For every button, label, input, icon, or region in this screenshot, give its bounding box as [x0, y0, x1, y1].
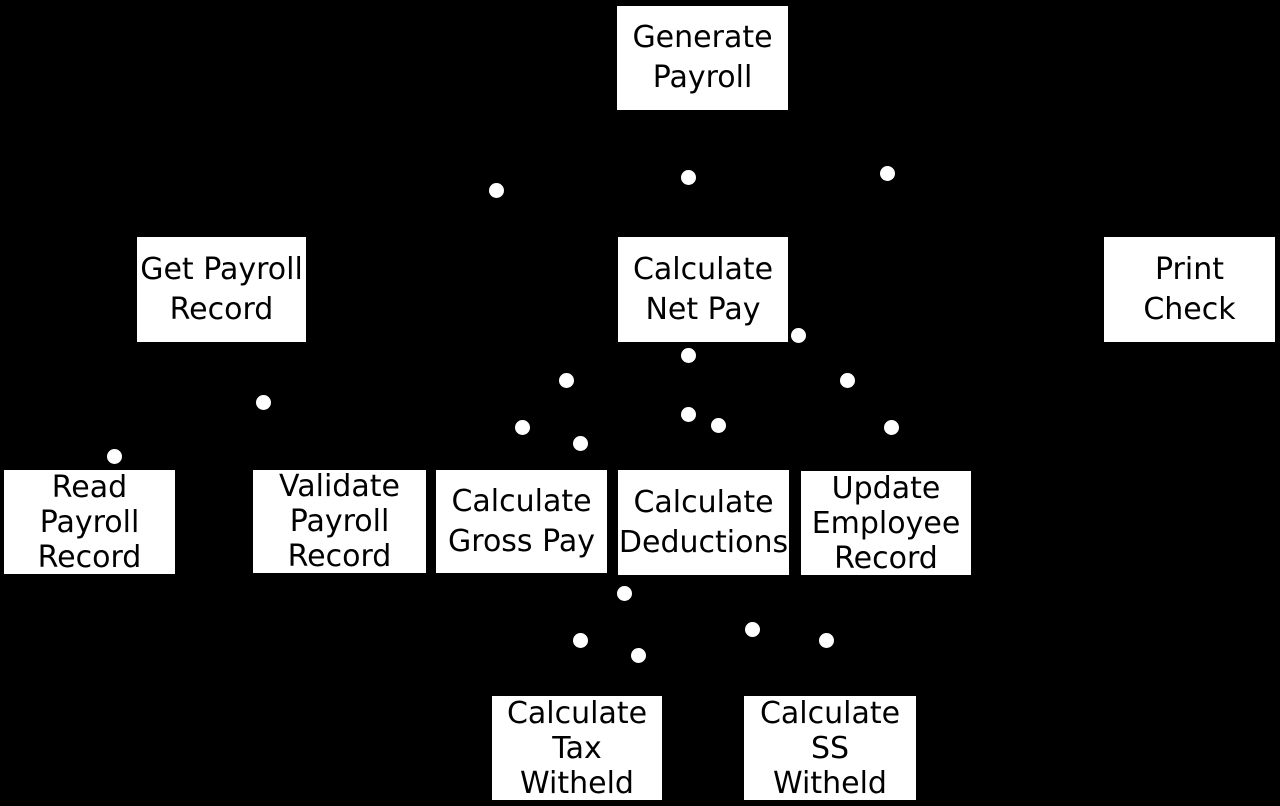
node-label-line: Employee — [811, 505, 961, 541]
data-couple-dot — [106, 448, 122, 464]
node-label-line: Validate — [279, 469, 400, 504]
node-label-line: Check — [1143, 291, 1236, 327]
data-couple-dot — [572, 632, 588, 648]
node-label-line: Record — [287, 539, 392, 574]
node-label-line: Get Payroll — [140, 251, 303, 287]
node-label-line: Payroll — [289, 504, 390, 539]
node-label-line: Payroll — [39, 504, 140, 540]
data-couple-dot — [616, 585, 632, 601]
data-couple-dot — [680, 169, 696, 185]
node-label-line: Record — [169, 291, 274, 327]
node-label-line: Calculate — [632, 251, 774, 287]
data-couple-dot — [790, 327, 806, 343]
data-couple-dot — [680, 347, 696, 363]
data-couple-dot — [630, 647, 646, 663]
node-label-line: Deductions — [618, 524, 789, 560]
node-label-line: Read — [51, 469, 128, 505]
node-label-line: Tax — [552, 730, 602, 766]
node-label-line: Print — [1154, 251, 1224, 287]
data-couple-dot — [558, 372, 574, 388]
data-couple-dot — [710, 417, 726, 433]
data-couple-dot — [680, 406, 696, 422]
node-label-line: Net Pay — [645, 291, 761, 327]
node-label-line: Calculate — [633, 484, 774, 520]
node-label-line: SS — [810, 730, 850, 766]
node-label-line: Record — [37, 539, 142, 575]
node-label-line: Record — [834, 540, 938, 576]
node-label-line: Payroll — [652, 60, 753, 95]
data-couple-dot — [488, 182, 504, 198]
data-couple-dot — [839, 372, 855, 388]
node-label-line: Generate — [632, 20, 773, 55]
node-label-line: Gross Pay — [448, 523, 595, 559]
node-label-line: Witheld — [773, 765, 887, 801]
node-label-line: Update — [831, 470, 941, 506]
data-couple-dot — [818, 632, 834, 648]
node-label-line: Witheld — [520, 765, 634, 801]
data-couple-dot — [514, 419, 530, 435]
data-couple-dot — [879, 165, 895, 181]
data-couple-dot — [572, 435, 588, 451]
node-label-line: Calculate — [451, 483, 592, 519]
data-couple-dot — [255, 394, 271, 410]
node-label-line: Calculate — [759, 695, 901, 731]
data-couple-dot — [883, 419, 899, 435]
node-label-line: Calculate — [506, 695, 648, 731]
data-couple-dot — [744, 621, 760, 637]
